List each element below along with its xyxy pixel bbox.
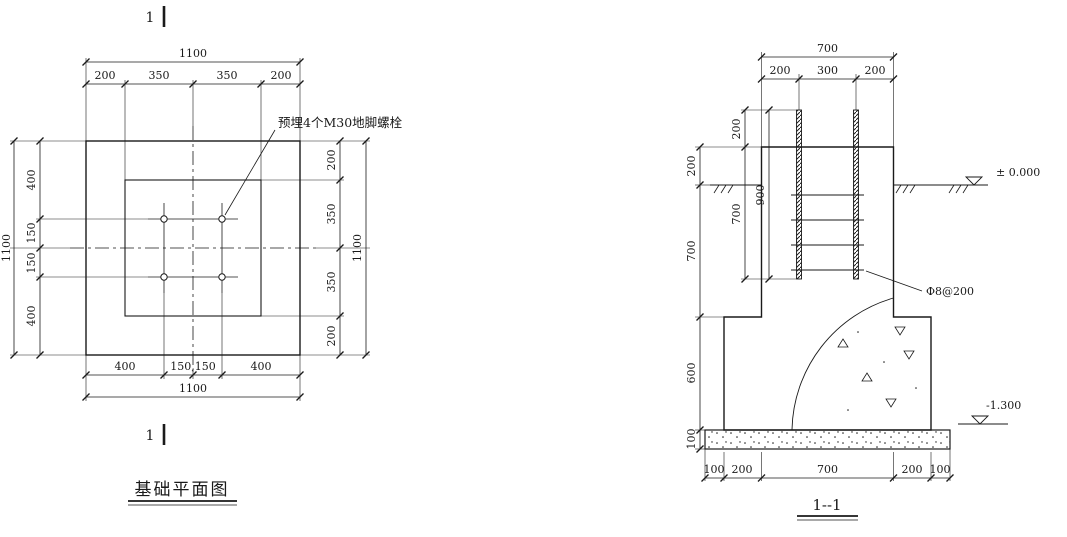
stirrup-ties [791,194,864,271]
ground-hatch-marks [713,184,969,194]
plan-extension-lines [10,58,370,401]
section-extension-lines [695,52,951,481]
section-view: Φ8@200 ± 0.000 -1.300 [685,42,1040,521]
plan-dim-top-seg-2: 350 [149,69,170,82]
plan-dim-left-seg-3: 150 [25,253,38,274]
section-title: 1--1 [812,496,841,514]
elevation-marker-bottom: -1.300 [958,399,1021,425]
section-dim-top-seg-1: 200 [770,64,791,77]
section-bedding-slab [704,429,951,450]
section-dim-bolt-total: 900 [754,185,767,206]
plan-title: 基础平面图 [135,480,230,500]
plan-dim-left-seg-4: 400 [25,306,38,327]
section-dim-left-4: 100 [685,429,698,450]
anchor-bolt-2 [218,215,226,223]
plan-dim-bottom-seg-3: 400 [251,360,272,373]
rebar-note-text: Φ8@200 [926,285,974,298]
plan-dim-top-seg-4: 200 [271,69,292,82]
plan-dim-top-seg-3: 350 [217,69,238,82]
plan-dim-right-total: 1100 [351,234,364,262]
section-mark-top-label: 1 [146,10,155,26]
plan-dim-right-seg-3: 350 [325,272,338,293]
foundation-plan-view: 1100 200 350 350 200 1100 400 150 150 40… [0,6,403,506]
section-dimension-ticks [695,52,955,483]
section-dim-bottom-3: 700 [817,463,838,476]
section-dim-top-total: 700 [817,42,838,55]
rebar-note-leader [865,270,923,292]
anchor-bolt-1 [160,215,168,223]
concrete-speckles [847,331,917,411]
plan-dim-top-total: 1100 [179,47,207,60]
plan-dim-right-seg-4: 200 [325,326,338,347]
plan-dim-left-seg-2: 150 [25,223,38,244]
plan-dimension-lines [13,61,367,398]
plan-dim-top-seg-1: 200 [95,69,116,82]
plan-center-lines [70,126,316,372]
section-dim-bolt-embedment: 700 [730,204,743,225]
section-dim-left-2: 700 [685,241,698,262]
plan-dim-bottom-seg-1: 400 [115,360,136,373]
plan-dim-bottom-total: 1100 [179,382,207,395]
bolt-annotation-leader [224,129,276,216]
plan-title-block: 基础平面图 [128,480,237,506]
section-dim-bottom-1: 100 [704,463,725,476]
anchor-bolts [160,215,226,281]
section-dim-top-seg-2: 300 [817,64,838,77]
section-dim-left-3: 600 [685,363,698,384]
section-dimension-lines [699,56,950,479]
section-dim-bottom-2: 200 [732,463,753,476]
anchor-bolt-4 [218,273,226,281]
plan-dim-left-seg-1: 400 [25,170,38,191]
plan-dim-bottom-seg-2: 150,150 [170,360,216,373]
plan-dimension-ticks [9,57,371,402]
plan-dim-right-seg-2: 350 [325,204,338,225]
section-dim-bottom-4: 200 [902,463,923,476]
plan-outer-footing [85,140,301,356]
plan-dim-right-seg-1: 200 [325,150,338,171]
section-dim-bolt-projection: 200 [730,119,743,140]
elevation-bottom-triangle-icon [970,415,990,425]
elevation-top-value: ± 0.000 [996,166,1040,179]
bolt-annotation-text: 预埋4个M30地脚螺栓 [278,115,403,130]
section-title-block: 1--1 [797,496,858,521]
elevation-top-triangle-icon [964,176,984,186]
section-dim-left-1: 200 [685,156,698,177]
anchor-bolt-3 [160,273,168,281]
concrete-break-arc [791,297,894,430]
plan-dim-left-total: 1100 [0,234,13,262]
concrete-aggregate-symbols [837,326,915,408]
section-cut-mark-top: 1 [146,6,166,27]
elevation-bottom-value: -1.300 [986,399,1021,412]
section-dim-bottom-5: 100 [930,463,951,476]
section-mark-bottom-label: 1 [146,428,155,444]
section-cut-mark-bottom: 1 [146,424,166,445]
section-dim-top-seg-3: 200 [865,64,886,77]
elevation-marker-top: ± 0.000 [964,166,1040,186]
